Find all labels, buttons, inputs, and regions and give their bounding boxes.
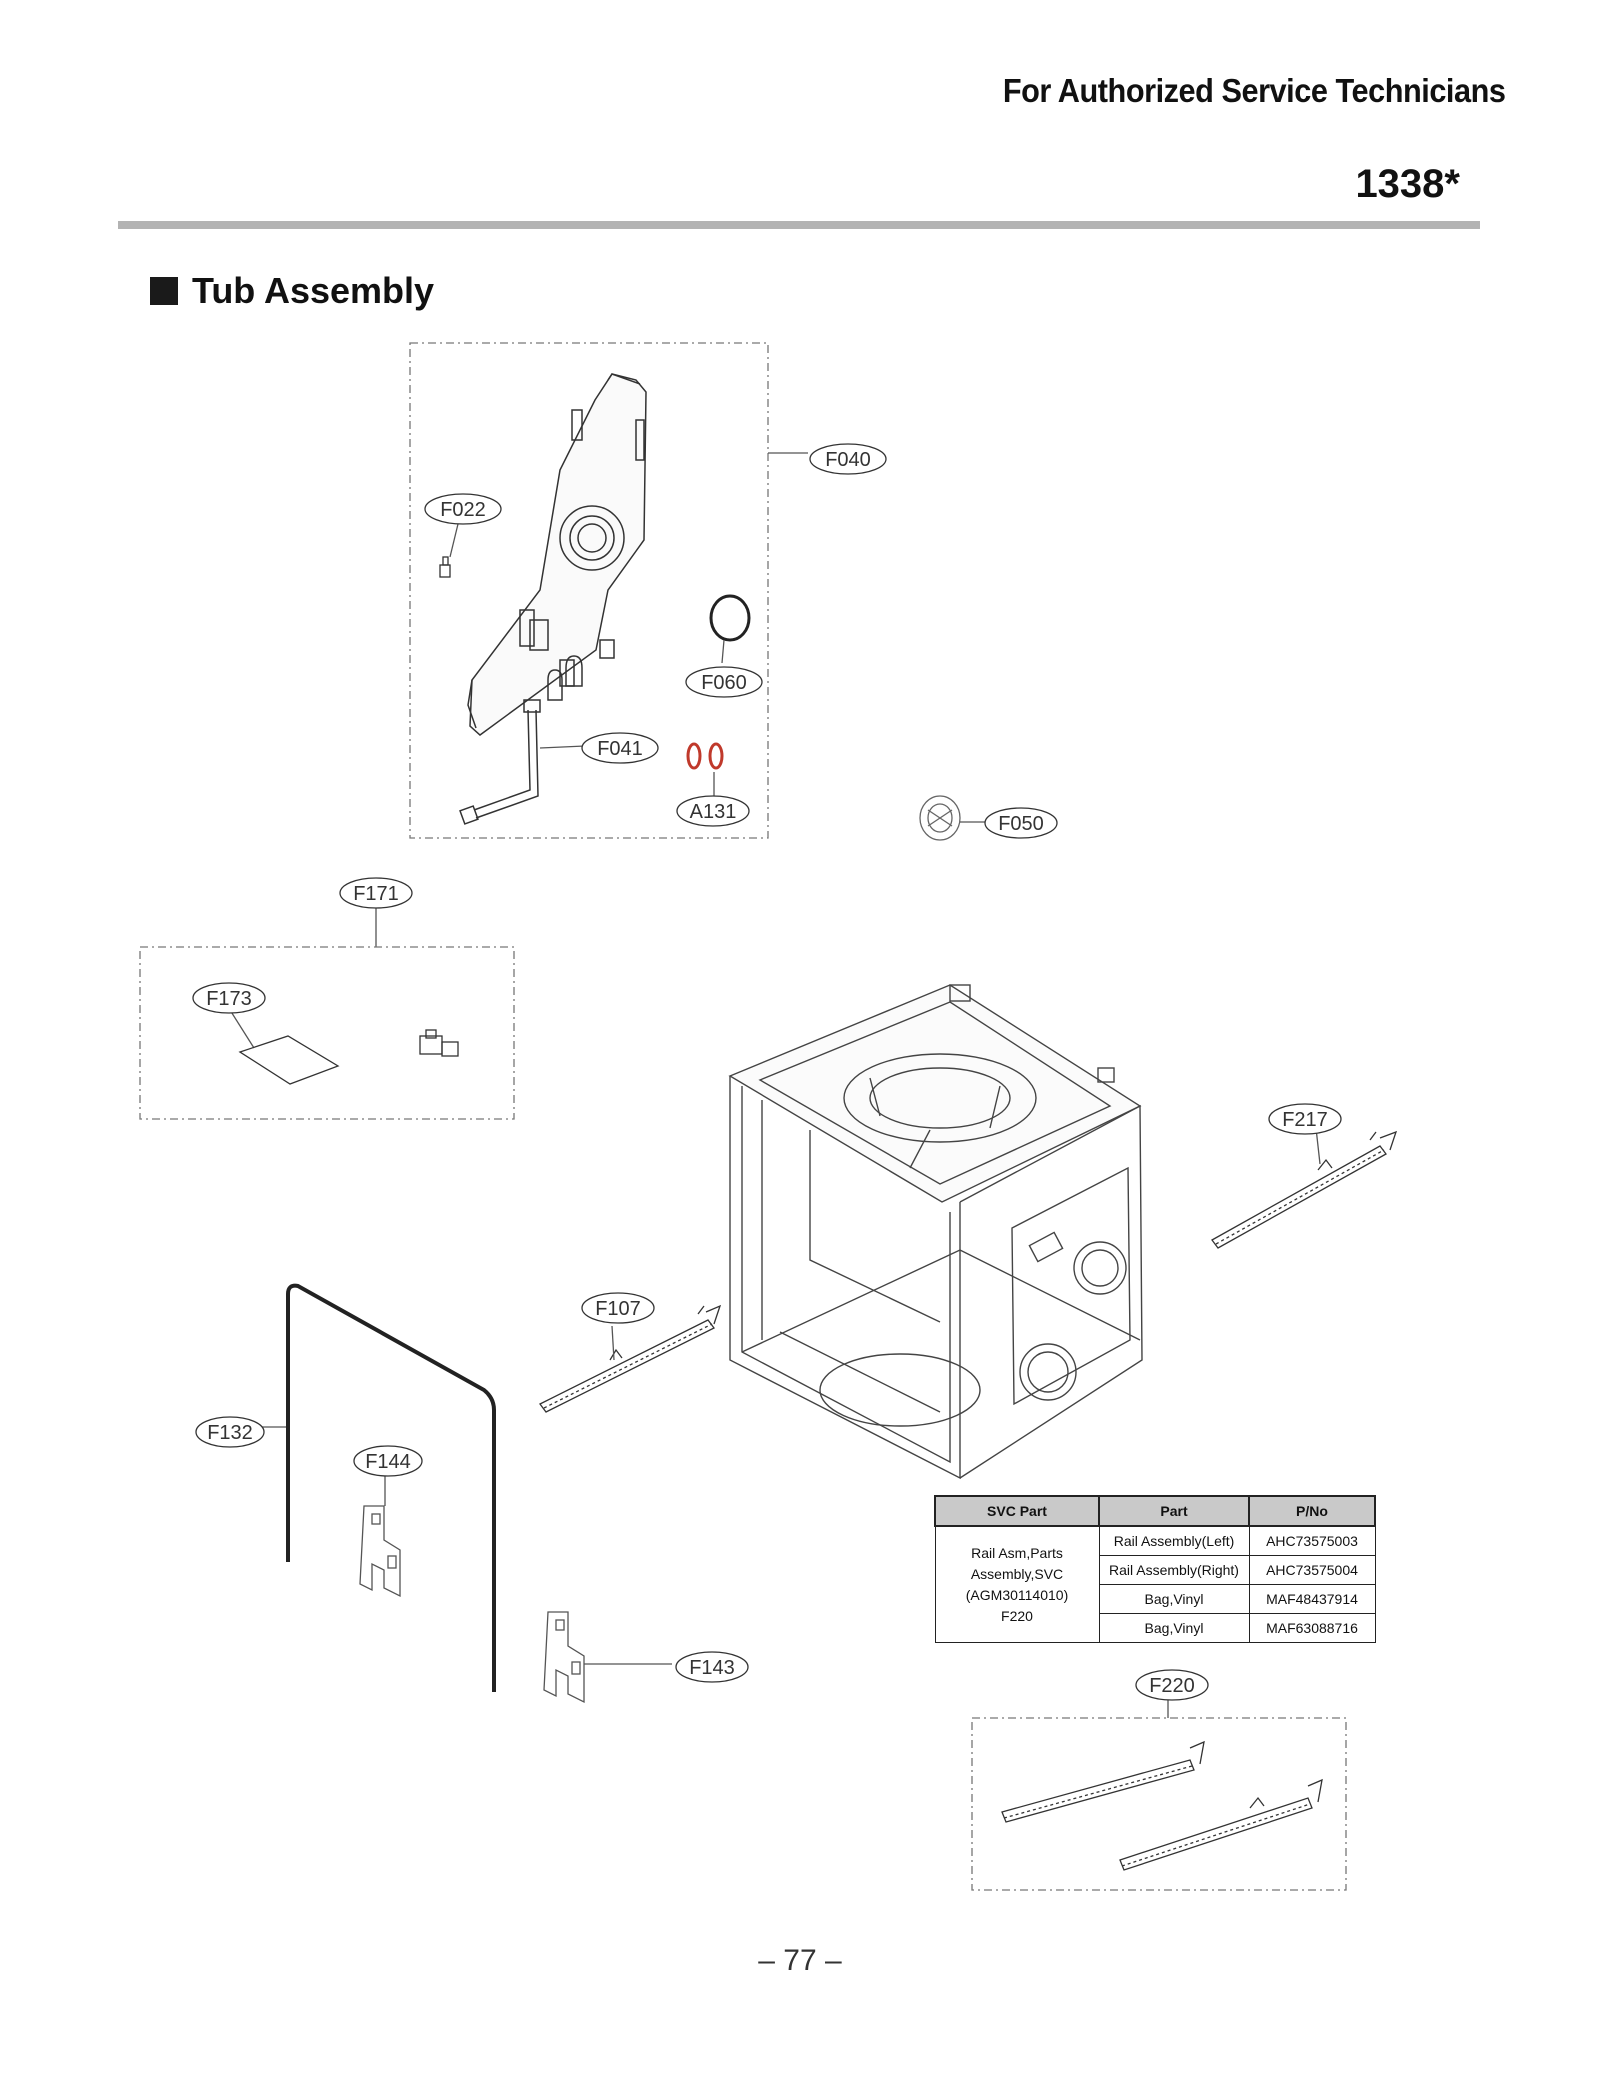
table-header-row: SVC Part Part P/No [934, 1495, 1376, 1527]
callout-f107: F107 [595, 1298, 641, 1320]
callout-f173: F173 [206, 988, 252, 1010]
rail-left-part [539, 1304, 722, 1413]
latch-part [419, 1029, 459, 1057]
header-divider [118, 221, 1480, 229]
svc-part-line: Rail Asm,Parts [971, 1544, 1063, 1561]
gasket-ring-part [709, 594, 751, 642]
tub-body-part [728, 984, 1143, 1480]
rail-set-part [1001, 1740, 1323, 1871]
table-row: Bag,Vinyl MAF48437914 [935, 1584, 1376, 1614]
group-box-f171 [139, 946, 515, 1120]
screw-part [439, 556, 451, 578]
pno-cell: AHC73575004 [1248, 1555, 1376, 1585]
pno-cell: MAF63088716 [1248, 1613, 1376, 1643]
callout-f132: F132 [207, 1422, 253, 1444]
svc-part-cell: Rail Asm,Parts Assembly,SVC (AGM30114010… [934, 1525, 1100, 1643]
page-number: – 77 – [758, 1944, 842, 1977]
pno-cell: AHC73575003 [1248, 1525, 1376, 1556]
header-svc-part: SVC Part [934, 1495, 1100, 1527]
section-title: Tub Assembly [192, 270, 435, 311]
part-cell: Rail Assembly(Right) [1098, 1555, 1250, 1585]
vent-part [919, 795, 961, 841]
callout-a131: A131 [690, 801, 737, 823]
rail-right-part [1211, 1130, 1398, 1249]
table-row: Rail Asm,Parts Assembly,SVC (AGM30114010… [934, 1525, 1376, 1643]
model-code: 1338* [1355, 162, 1460, 206]
group-box-f220 [971, 1717, 1347, 1891]
part-cell: Bag,Vinyl [1098, 1613, 1250, 1643]
callout-f060: F060 [701, 672, 747, 694]
callout-f217: F217 [1282, 1109, 1328, 1131]
oring-pair-left [686, 742, 702, 770]
service-parts-table: SVC Part Part P/No Rail Asm,Parts Assemb… [934, 1495, 1376, 1643]
table-row: Rail Assembly(Right) AHC73575004 [935, 1555, 1376, 1585]
table-row: Bag,Vinyl MAF63088716 [935, 1613, 1376, 1643]
oring-pair-right [708, 742, 724, 770]
header-pno: P/No [1248, 1495, 1376, 1527]
group-box-f040 [409, 342, 769, 839]
callout-f040: F040 [825, 449, 871, 471]
pno-cell: MAF48437914 [1248, 1584, 1376, 1614]
svc-part-line: F220 [1001, 1607, 1033, 1624]
distribution-plate-part [467, 373, 647, 736]
callout-f050: F050 [998, 813, 1044, 835]
part-cell: Rail Assembly(Left) [1098, 1525, 1250, 1556]
svc-part-line: (AGM30114010) [965, 1586, 1069, 1603]
callout-f022: F022 [440, 499, 486, 521]
callout-f143: F143 [689, 1657, 735, 1679]
svc-part-line: Assembly,SVC [970, 1565, 1064, 1582]
door-gasket-part [286, 1283, 496, 1692]
label-sheet-part [238, 1035, 340, 1085]
header-title: For Authorized Service Technicians [1002, 72, 1505, 109]
hose-part [459, 699, 541, 825]
callout-f041: F041 [597, 738, 643, 760]
callout-f220: F220 [1149, 1675, 1195, 1697]
hinge-bracket-part-2 [543, 1611, 585, 1704]
callout-f144: F144 [365, 1451, 411, 1473]
part-cell: Bag,Vinyl [1098, 1584, 1250, 1614]
hinge-bracket-part [359, 1505, 401, 1598]
callout-f171: F171 [353, 883, 399, 905]
section-bullet-icon [150, 277, 178, 305]
header-part: Part [1098, 1495, 1250, 1527]
